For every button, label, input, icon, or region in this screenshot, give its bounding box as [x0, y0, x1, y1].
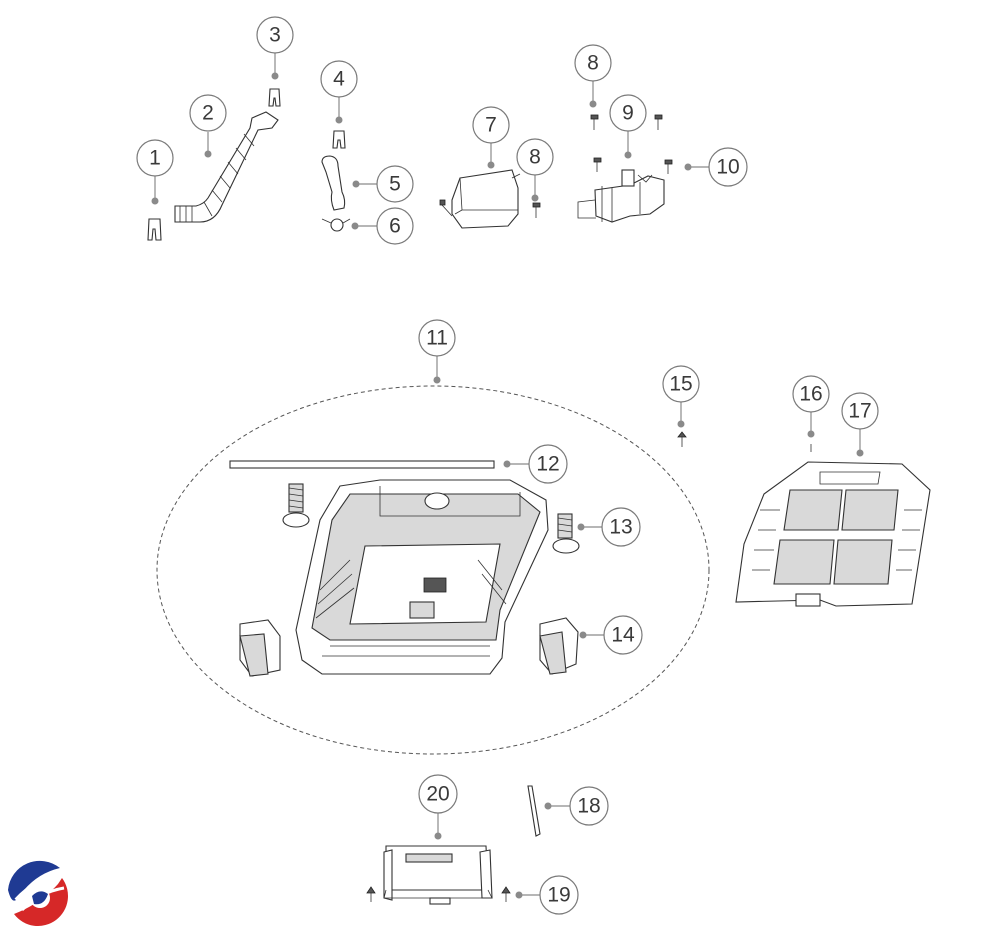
- callout-16: 16: [792, 375, 830, 413]
- callout-19-label: 19: [547, 884, 570, 907]
- part-19-screws: [366, 886, 511, 902]
- part-9-10-pump: [577, 169, 665, 223]
- callout-6-label: 6: [389, 215, 401, 238]
- callout-20-label: 20: [426, 783, 449, 806]
- callout-10: 10: [708, 147, 748, 187]
- callout-3-label: 3: [269, 24, 281, 47]
- callout-12: 12: [528, 444, 568, 484]
- leader-lines: [151, 53, 864, 899]
- part-3-clip: [268, 88, 281, 107]
- part-13-spring-left: [282, 483, 310, 528]
- base-tray: [295, 479, 549, 675]
- callout-5: 5: [376, 165, 414, 203]
- callout-2: 2: [189, 94, 227, 132]
- part-17-panel: [735, 461, 931, 607]
- callout-1: 1: [136, 139, 174, 177]
- callout-16-label: 16: [799, 383, 822, 406]
- callout-14-label: 14: [611, 624, 635, 647]
- callout-14: 14: [603, 615, 643, 655]
- callout-1-label: 1: [149, 147, 161, 170]
- part-4-clip: [332, 130, 346, 149]
- callout-15: 15: [662, 365, 700, 403]
- callout-4: 4: [320, 60, 358, 98]
- callout-15-label: 15: [669, 373, 692, 396]
- callout-7-label: 7: [485, 114, 497, 137]
- callout-20: 20: [418, 774, 458, 814]
- part-6-clamp: [321, 218, 351, 232]
- callout-2-label: 2: [202, 102, 214, 125]
- callout-10-label: 10: [716, 156, 739, 179]
- callout-7: 7: [472, 106, 510, 144]
- callout-18: 18: [569, 786, 609, 826]
- part-15-screw: [677, 431, 687, 447]
- callout-13: 13: [601, 507, 641, 547]
- part-12-rod: [229, 460, 495, 469]
- brand-swirl-logo-icon: [8, 860, 68, 927]
- part-screw-misc: [593, 114, 673, 174]
- callout-4-label: 4: [333, 68, 345, 91]
- part-11-group-outline: [156, 385, 710, 755]
- part-14-foot-left: [239, 619, 281, 677]
- part-7-cover: [439, 169, 521, 229]
- part-14-foot-right: [539, 617, 579, 675]
- callout-12-label: 12: [536, 453, 559, 476]
- callout-3: 3: [256, 16, 294, 54]
- callout-9: 9: [609, 94, 647, 132]
- part-18-tie-strap: [527, 785, 541, 837]
- callout-17: 17: [841, 392, 879, 430]
- callout-18-label: 18: [577, 795, 600, 818]
- part-2-hose: [174, 111, 279, 223]
- part-8-screw-a: [590, 114, 599, 130]
- callout-8-side-label: 8: [529, 146, 541, 169]
- part-8-screw-b: [532, 202, 541, 218]
- part-13-spring-right: [552, 513, 580, 554]
- callout-8-side: 8: [516, 138, 554, 176]
- part-5-tube: [321, 155, 346, 211]
- callout-9-label: 9: [622, 102, 634, 125]
- callout-17-label: 17: [848, 400, 871, 423]
- part-1-clip: [147, 218, 162, 241]
- callout-8-top-label: 8: [587, 52, 599, 75]
- callout-13-label: 13: [609, 516, 632, 539]
- callout-19: 19: [539, 875, 579, 915]
- callout-8-top: 8: [574, 44, 612, 82]
- callout-11-label: 11: [426, 327, 448, 350]
- part-20-lid: [383, 845, 493, 905]
- callout-5-label: 5: [389, 173, 401, 196]
- callout-11: 11: [418, 319, 456, 357]
- callout-6: 6: [376, 207, 414, 245]
